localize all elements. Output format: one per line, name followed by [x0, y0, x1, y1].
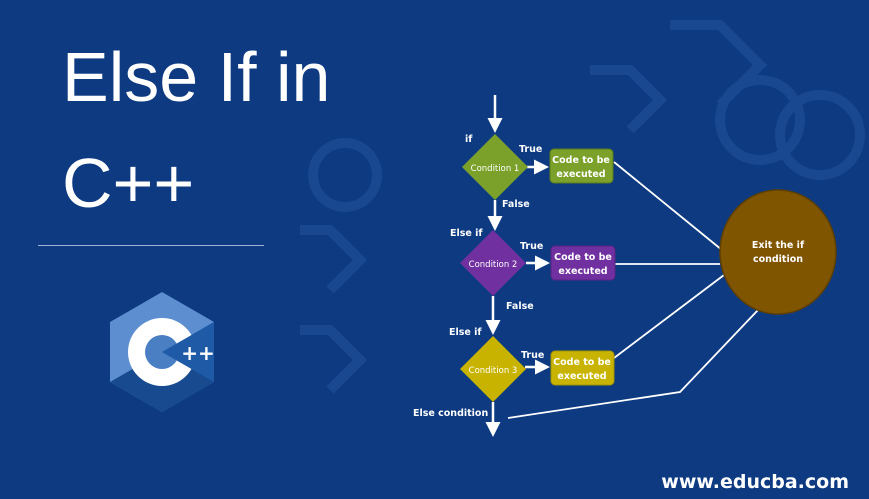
false-label-1: False — [502, 199, 530, 210]
condition-2-label: Condition 2 — [469, 260, 518, 270]
background-decoration — [300, 20, 865, 394]
false-label-2: False — [506, 301, 534, 312]
else-if-label-2: Else if — [449, 327, 482, 338]
logo-plus: ++ — [181, 341, 215, 365]
action-1-line2: executed — [556, 169, 605, 180]
website-link[interactable]: www.educba.com — [661, 471, 849, 493]
condition-3-label: Condition 3 — [469, 366, 518, 376]
connectors — [485, 95, 550, 437]
exit-line1: Exit the if — [752, 240, 805, 251]
action-3-line1: Code to be — [553, 357, 611, 368]
action-box-3 — [550, 350, 615, 386]
exit-lines — [507, 161, 759, 419]
action-box-2 — [550, 245, 616, 281]
exit-node — [719, 189, 837, 315]
page-title-line1: Else If in — [62, 38, 331, 116]
page-title-line2: C++ — [62, 144, 195, 222]
cpp-logo: ++ — [110, 292, 215, 412]
condition-3-diamond — [460, 336, 526, 402]
action-2-line1: Code to be — [554, 252, 612, 263]
action-3-line2: executed — [557, 371, 606, 382]
true-label-1: True — [519, 144, 542, 155]
action-2-line2: executed — [558, 266, 607, 277]
else-condition-label: Else condition — [413, 408, 488, 419]
else-if-label-1: Else if — [450, 228, 483, 239]
true-label-2: True — [520, 241, 543, 252]
action-1-line1: Code to be — [552, 155, 610, 166]
true-label-3: True — [521, 350, 544, 361]
condition-2-diamond — [460, 230, 526, 296]
condition-1-label: Condition 1 — [471, 164, 520, 174]
if-label: if — [465, 134, 473, 145]
condition-1-diamond — [462, 134, 528, 200]
exit-line2: condition — [753, 254, 803, 265]
action-box-1 — [549, 148, 614, 184]
title-divider — [38, 245, 264, 246]
